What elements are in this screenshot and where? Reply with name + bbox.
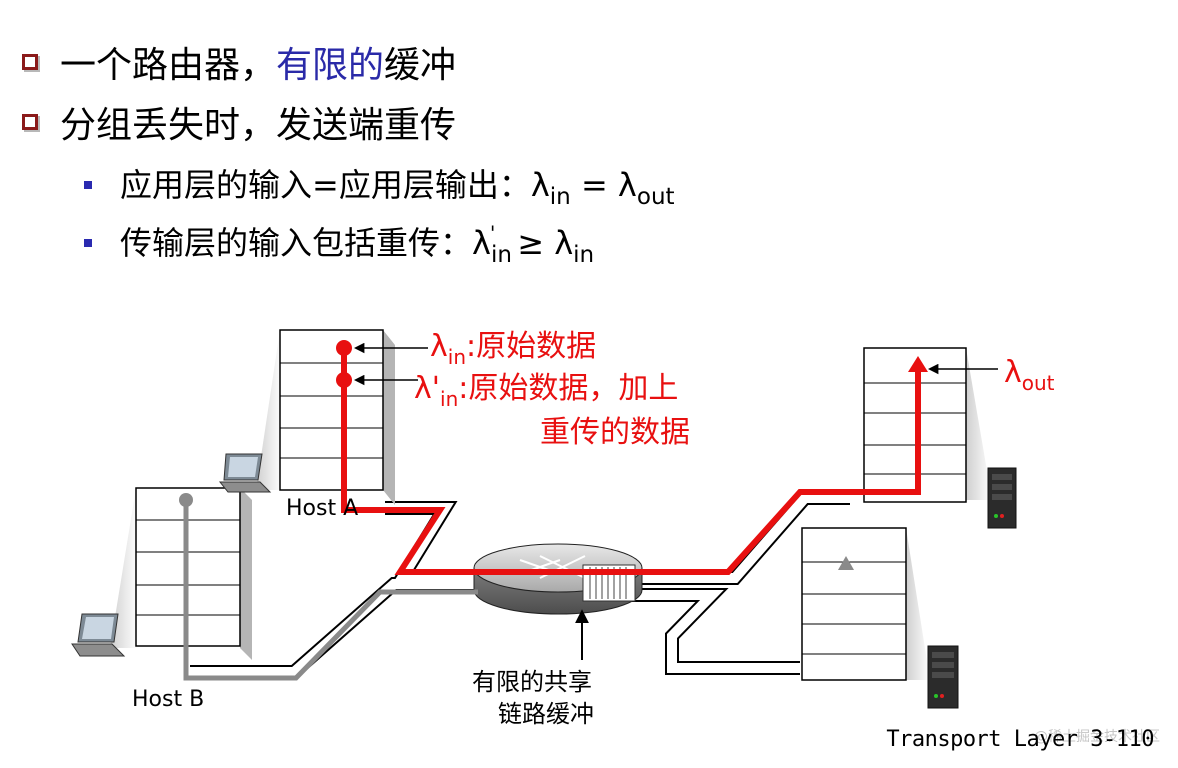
host-b-label: Host B [132,687,204,712]
buffer-label-line1: 有限的共享 [472,668,592,696]
server-icon [928,646,958,708]
host-b-source-point-icon [179,493,193,507]
footer-page-label: Transport Layer 3-110 [886,727,1154,752]
retransmit-data-label: 重传的数据 [540,415,690,450]
host-a-label: Host A [286,496,358,521]
lambda-in-prime-point-icon [336,372,352,388]
router-icon [474,544,642,614]
host-a-protocol-stack [256,330,395,505]
lambda-in-label: λin:原始数据 [430,329,596,369]
lambda-out-label: λout [1004,355,1055,395]
lambda-in-prime-label: λ'in:原始数据，加上 [414,371,678,411]
lambda-in-point-icon [336,340,352,356]
host-b-protocol-stack [110,488,252,660]
server-icon [988,468,1016,528]
receiver-protocol-stack [864,348,992,502]
buffer-label-line2: 链路缓冲 [498,700,594,728]
second-receiver-protocol-stack [802,528,930,680]
